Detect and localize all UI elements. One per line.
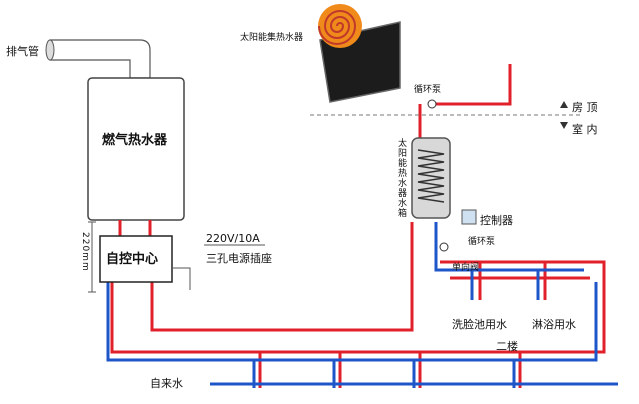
- power-spec-label: 220V/10A: [206, 232, 260, 245]
- washbasin-water-label: 洗脸池用水: [452, 318, 507, 331]
- height-dimension-label: 220mm: [80, 232, 90, 272]
- circulation-pump-roof-label: 循环泵: [414, 85, 442, 95]
- cold-water-pipes: [106, 222, 618, 388]
- shower-water-label: 淋浴用水: [532, 318, 576, 331]
- exhaust-pipe-label: 排气管: [6, 45, 39, 58]
- power-cord: [172, 267, 191, 290]
- control-center-box: [99, 235, 173, 283]
- exhaust-pipe-opening: [45, 39, 55, 61]
- sun-icon: [318, 4, 362, 48]
- tank-coil: [417, 149, 445, 203]
- circulation-pump-label: 循环泵: [468, 237, 496, 247]
- check-valve-label: 单向阀: [452, 263, 480, 273]
- roof-arrow-up-icon: [560, 101, 568, 108]
- indoor-arrow-down-icon: [560, 122, 568, 129]
- second-floor-label: 二楼: [496, 340, 518, 353]
- socket-label: 三孔电源插座: [206, 252, 272, 265]
- solar-collector-label: 太阳能集热水器: [240, 33, 304, 43]
- roof-label: 房 顶: [572, 101, 598, 114]
- tap-water-label: 自来水: [150, 377, 183, 390]
- hot-water-pipes: [110, 64, 606, 388]
- pump-roof-icon: [427, 99, 437, 109]
- controller-icon: [461, 209, 477, 225]
- controller-label: 控制器: [480, 214, 513, 227]
- exhaust-pipe: [49, 39, 151, 79]
- solar-tank: [411, 137, 451, 219]
- solar-tank-label: 太阳能热水器水箱: [396, 138, 406, 218]
- gas-heater-label: 燃气热水器: [102, 133, 168, 148]
- height-dimension: [88, 221, 96, 293]
- pump-indoor-icon: [439, 242, 449, 252]
- control-center-label: 自控中心: [106, 252, 159, 267]
- gas-heater-body: [87, 77, 185, 221]
- indoor-label: 室 内: [572, 123, 598, 136]
